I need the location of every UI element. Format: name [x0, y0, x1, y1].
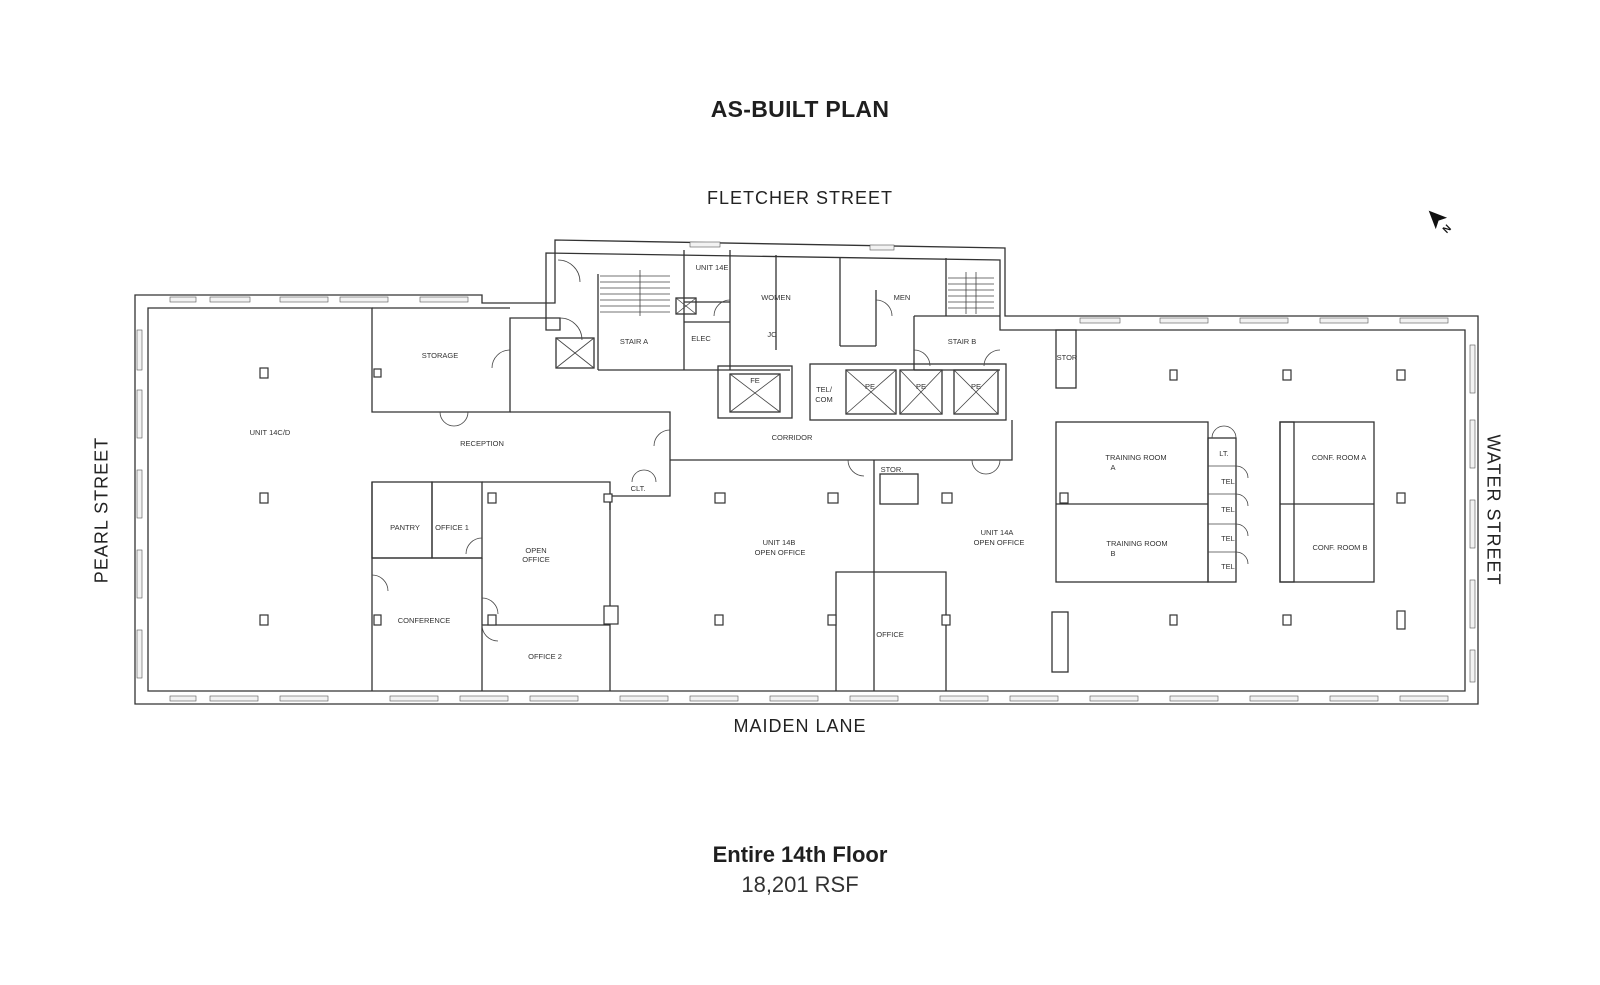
- room-pantry: PANTRY: [390, 523, 420, 532]
- room-training-a-2: A: [1110, 463, 1115, 472]
- room-training-b-2: B: [1110, 549, 1115, 558]
- room-training-a-1: TRAINING ROOM: [1105, 453, 1166, 462]
- room-office-2: OFFICE 2: [528, 652, 562, 661]
- plan-title: AS-BUILT PLAN: [710, 96, 890, 122]
- room-elec: ELEC: [691, 334, 711, 343]
- room-tel-2: TEL.: [1221, 505, 1237, 514]
- room-unit-14a-sub: OPEN OFFICE: [974, 538, 1025, 547]
- room-tel-com-2: COM: [815, 395, 833, 404]
- room-unit-14a: UNIT 14A: [981, 528, 1014, 537]
- room-stor-center: STOR.: [881, 465, 904, 474]
- room-storage: STORAGE: [422, 351, 459, 360]
- room-tel-4: TEL.: [1221, 562, 1237, 571]
- room-conf-a: CONF. ROOM A: [1312, 453, 1367, 462]
- room-unit-14cd: UNIT 14C/D: [250, 428, 291, 437]
- room-stair-b: STAIR B: [948, 337, 977, 346]
- stair-b-treads: [948, 272, 994, 314]
- street-label-south: MAIDEN LANE: [733, 716, 867, 736]
- room-training-b-1: TRAINING ROOM: [1106, 539, 1167, 548]
- room-pe-3: PE: [971, 382, 981, 391]
- floor-area-value: 18,201: [741, 872, 809, 897]
- room-office: OFFICE: [876, 630, 904, 639]
- room-pe-2: PE: [916, 382, 926, 391]
- room-stor-east: STOR: [1057, 353, 1078, 362]
- stair-a-treads: [600, 270, 670, 316]
- room-tel-com-1: TEL/: [816, 385, 833, 394]
- floor-area-unit: RSF: [814, 872, 859, 897]
- room-tel-3: TEL.: [1221, 534, 1237, 543]
- room-women: WOMEN: [761, 293, 791, 302]
- room-conference: CONFERENCE: [398, 616, 451, 625]
- room-reception: RECEPTION: [460, 439, 504, 448]
- room-fe: FE: [750, 376, 760, 385]
- room-open-office-1: OPEN: [525, 546, 546, 555]
- windows: [136, 241, 1476, 702]
- room-pe-1: PE: [865, 382, 875, 391]
- room-stair-a: STAIR A: [620, 337, 648, 346]
- room-men: MEN: [894, 293, 911, 302]
- room-unit-14e: UNIT 14E: [696, 263, 729, 272]
- doors: [371, 259, 1249, 642]
- north-arrow-icon: N: [1428, 210, 1454, 236]
- room-office-1: OFFICE 1: [435, 523, 469, 532]
- room-unit-14b: UNIT 14B: [763, 538, 796, 547]
- building-outline: [134, 239, 1479, 705]
- room-open-office-2: OFFICE: [522, 555, 550, 564]
- room-unit-14b-sub: OPEN OFFICE: [755, 548, 806, 557]
- floor-name: Entire 14th Floor: [712, 842, 888, 867]
- interior-walls: [371, 250, 1375, 691]
- room-corridor: CORRIDOR: [772, 433, 813, 442]
- room-lt: LT.: [1219, 449, 1228, 458]
- street-label-north: FLETCHER STREET: [706, 188, 894, 208]
- room-labels: UNIT 14E WOMEN MEN JC STAIR A ELEC STAIR…: [250, 263, 1368, 661]
- columns: [259, 367, 1406, 630]
- room-clt: CLT.: [631, 484, 646, 493]
- room-conf-b: CONF. ROOM B: [1312, 543, 1367, 552]
- room-tel-1: TEL.: [1221, 477, 1237, 486]
- room-jc: JC: [767, 330, 777, 339]
